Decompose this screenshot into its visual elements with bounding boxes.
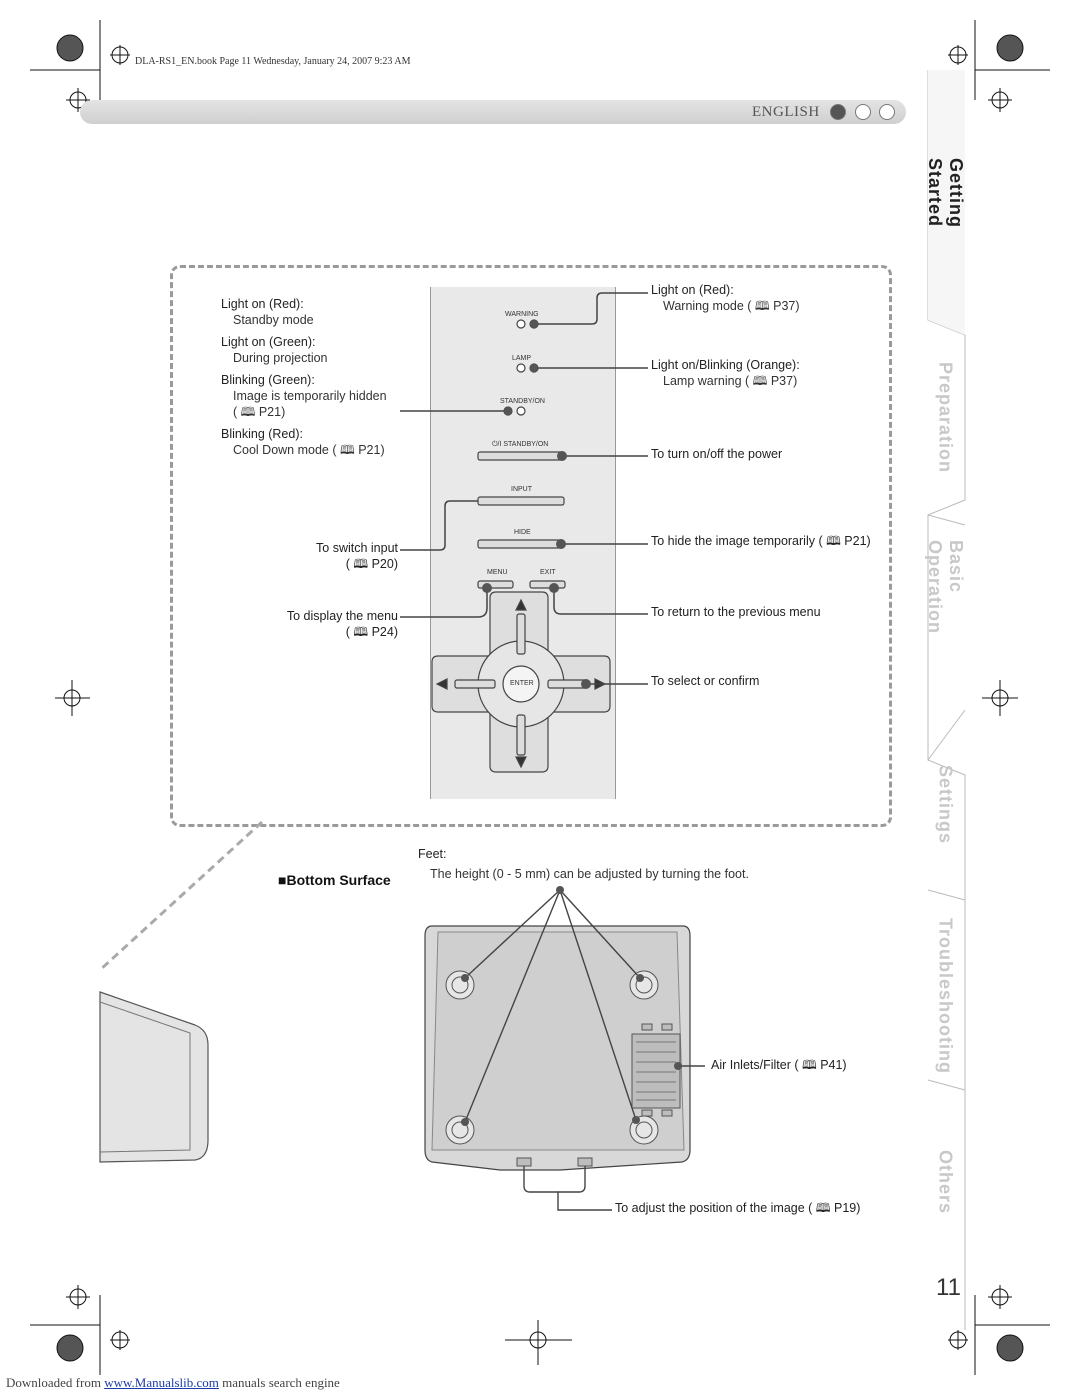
tab-label: Troubleshooting bbox=[935, 918, 956, 1074]
standby-mode-text: Standby mode bbox=[233, 313, 314, 327]
return-menu-label: To return to the previous menu bbox=[651, 605, 821, 619]
side-tab-dividers bbox=[927, 70, 966, 1330]
hide-image-label: To hide the image temporarily ( 🕮 P21) bbox=[651, 534, 871, 548]
enter-button-label: ENTER bbox=[510, 680, 534, 687]
warning-light-heading: Light on (Red): bbox=[651, 283, 734, 297]
standby-red-heading: Light on (Red): bbox=[221, 297, 304, 311]
air-inlets-label: Air Inlets/Filter ( 🕮 P41) bbox=[711, 1058, 847, 1072]
manualslib-link[interactable]: www.Manualslib.com bbox=[104, 1375, 219, 1390]
image-hidden-ref: ( 🕮 P21) bbox=[233, 405, 286, 419]
image-hidden-text: Image is temporarily hidden bbox=[233, 389, 387, 403]
lamp-warning-text: Lamp warning ( 🕮 P37) bbox=[663, 374, 798, 388]
power-label: To turn on/off the power bbox=[651, 447, 783, 461]
standby-button-label: ⏻/I STANDBY/ON bbox=[492, 441, 549, 448]
page-number: 11 bbox=[936, 1274, 961, 1301]
tab-others[interactable]: Others bbox=[925, 1150, 965, 1214]
language-dot-empty bbox=[855, 104, 871, 120]
tab-preparation[interactable]: Preparation bbox=[925, 362, 965, 474]
blinking-red-heading: Blinking (Red): bbox=[221, 427, 303, 441]
warning-led-label: WARNING bbox=[505, 311, 539, 318]
exit-button-label: EXIT bbox=[540, 569, 556, 576]
bottom-surface-heading: ■Bottom Surface bbox=[278, 872, 391, 888]
lamp-led-label: LAMP bbox=[512, 355, 532, 362]
tab-settings[interactable]: Settings bbox=[925, 765, 965, 844]
tab-label: Others bbox=[935, 1150, 956, 1215]
feet-label: Feet: bbox=[418, 847, 447, 861]
display-menu-label: To display the menu bbox=[286, 609, 398, 623]
display-menu-ref: ( 🕮 P24) bbox=[345, 625, 398, 639]
tab-label: Settings bbox=[935, 765, 956, 845]
switch-input-label: To switch input bbox=[316, 541, 398, 555]
select-confirm-label: To select or confirm bbox=[651, 674, 760, 688]
switch-input-ref: ( 🕮 P20) bbox=[345, 557, 398, 571]
footer-suffix: manuals search engine bbox=[218, 1375, 340, 1390]
feet-description: The height (0 - 5 mm) can be adjusted by… bbox=[430, 867, 749, 881]
tab-basic-operation[interactable]: Basic Operation bbox=[925, 540, 966, 680]
language-label: ENGLISH bbox=[752, 104, 820, 120]
control-panel-callout bbox=[170, 265, 892, 827]
menu-button-label: MENU bbox=[487, 569, 508, 576]
file-info: DLA-RS1_EN.book Page 11 Wednesday, Janua… bbox=[135, 56, 411, 67]
standby-led-label: STANDBY/ON bbox=[500, 398, 545, 405]
tab-label: Preparation bbox=[935, 362, 956, 474]
footer: Downloaded from www.Manualslib.com manua… bbox=[6, 1375, 340, 1391]
tab-troubleshooting[interactable]: Troubleshooting bbox=[925, 918, 965, 1074]
tab-label: Basic Operation bbox=[925, 540, 966, 635]
cool-down-text: Cool Down mode ( 🕮 P21) bbox=[233, 443, 385, 457]
language-bar bbox=[80, 100, 906, 124]
adjust-position-label: To adjust the position of the image ( 🕮 … bbox=[615, 1201, 861, 1215]
hide-button-label: HIDE bbox=[514, 529, 531, 536]
standby-green-heading: Light on (Green): bbox=[221, 335, 316, 349]
language-dot-filled bbox=[830, 104, 846, 120]
tab-label: Getting Started bbox=[925, 158, 966, 228]
footer-prefix: Downloaded from bbox=[6, 1375, 105, 1390]
warning-mode-text: Warning mode ( 🕮 P37) bbox=[663, 299, 800, 313]
blinking-green-heading: Blinking (Green): bbox=[221, 373, 315, 387]
language-dot-empty bbox=[879, 104, 895, 120]
during-projection-text: During projection bbox=[233, 351, 328, 365]
tab-getting-started[interactable]: Getting Started bbox=[925, 158, 966, 288]
input-button-label: INPUT bbox=[511, 486, 532, 493]
lamp-light-heading: Light on/Blinking (Orange): bbox=[651, 358, 800, 372]
